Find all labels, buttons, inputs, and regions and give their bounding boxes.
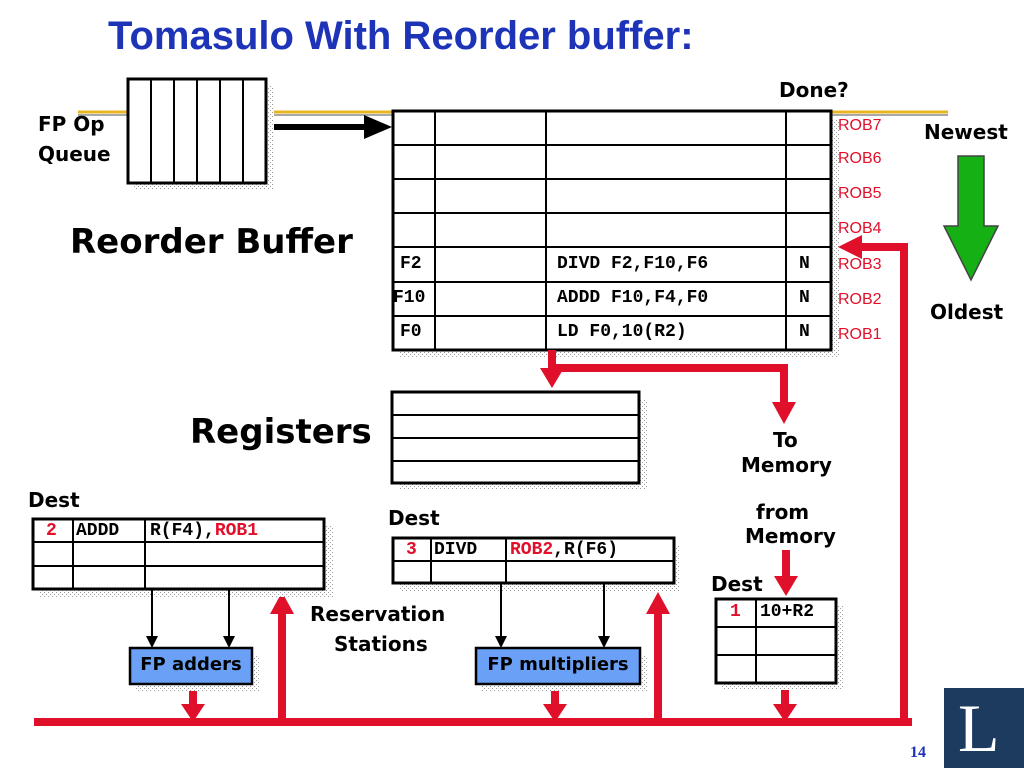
rob-tag: ROB5: [838, 185, 882, 202]
rs-adders-table: [31, 517, 333, 597]
rob-row-done: N: [799, 322, 810, 342]
load-buffer-dest: 1: [730, 602, 741, 622]
registers-table: [390, 390, 647, 490]
rob-tag: ROB1: [838, 326, 882, 343]
reorder-buffer-title: Reorder Buffer: [70, 222, 353, 262]
rob-tag: ROB2: [838, 291, 882, 308]
reservation-stations-label-1: Reservation: [310, 602, 446, 626]
rs-multipliers-dest: 3: [406, 540, 417, 560]
done-header: Done?: [779, 78, 849, 102]
fp-op-queue-label-1: FP Op: [38, 112, 105, 136]
logo-letter: L: [958, 690, 1000, 766]
fp-adders-box: [128, 646, 260, 691]
newest-label: Newest: [924, 120, 1008, 144]
rob-tag: ROB3: [838, 256, 882, 273]
load-buffer-address: 10+R2: [760, 602, 815, 622]
rs-multipliers-operands: ROB2,R(F6): [510, 540, 618, 560]
from-memory-label-2: Memory: [745, 524, 836, 548]
fp-adders-label: FP adders: [140, 654, 242, 675]
common-data-bus: [34, 235, 912, 726]
from-memory-arrow: [774, 550, 798, 596]
slide-title: Tomasulo With Reorder buffer:: [108, 14, 694, 58]
newest-to-oldest-arrow: [942, 155, 1000, 282]
rs-multipliers-operand-tag: ROB2: [510, 540, 554, 560]
rs-adders-op: ADDD: [76, 521, 120, 541]
rob-row-dest: F0: [400, 322, 422, 342]
page-number: 14: [910, 744, 926, 761]
rs-multipliers-table: [391, 536, 680, 591]
rob-tag: ROB7: [838, 117, 882, 134]
fp-op-queue-label-2: Queue: [38, 142, 111, 166]
rob-row-done: N: [799, 254, 810, 274]
registers-title: Registers: [190, 412, 372, 452]
rs-adders-operand-tag: ROB1: [214, 521, 259, 541]
reservation-stations-label-2: Stations: [334, 632, 428, 656]
rob-row-instruction: ADDD F10,F4,F0: [557, 288, 709, 308]
bus-to-rs-arrows: [270, 592, 670, 722]
to-memory-label-2: Memory: [741, 453, 832, 477]
rob-row-instruction: DIVD F2,F10,F6: [557, 254, 709, 274]
rs-adders-operand-value: R(F4),: [150, 521, 215, 541]
load-buffer-dest-label: Dest: [711, 572, 763, 596]
fp-op-queue: [126, 77, 274, 190]
rob-row-dest: F2: [400, 254, 422, 274]
rob-tag: ROB4: [838, 220, 882, 237]
oldest-label: Oldest: [930, 300, 1004, 324]
rs-adders-dest-label: Dest: [28, 488, 80, 512]
rs-to-unit-arrows: [146, 583, 610, 648]
queue-to-rob-arrow: [274, 115, 392, 139]
rs-adders-operands: R(F4),ROB1: [150, 521, 258, 541]
rob-row-instruction: LD F0,10(R2): [557, 322, 687, 342]
rs-adders-dest: 2: [46, 521, 57, 541]
rob-tag: ROB6: [838, 150, 882, 167]
to-memory-label-1: To: [773, 428, 798, 452]
rs-multipliers-dest-label: Dest: [388, 506, 440, 530]
rob-row-dest: F10: [393, 288, 426, 308]
load-buffer-table: [714, 597, 844, 690]
fp-multipliers-box: [474, 646, 648, 691]
rs-multipliers-operand-value: ,R(F6): [553, 540, 619, 560]
rob-output-arrows: [540, 350, 796, 424]
rs-multipliers-op: DIVD: [434, 540, 478, 560]
rob-row-done: N: [799, 288, 810, 308]
university-logo: [944, 688, 1024, 768]
fp-multipliers-label: FP multipliers: [487, 654, 629, 675]
reorder-buffer-table: [391, 109, 840, 357]
from-memory-label-1: from: [756, 500, 810, 524]
